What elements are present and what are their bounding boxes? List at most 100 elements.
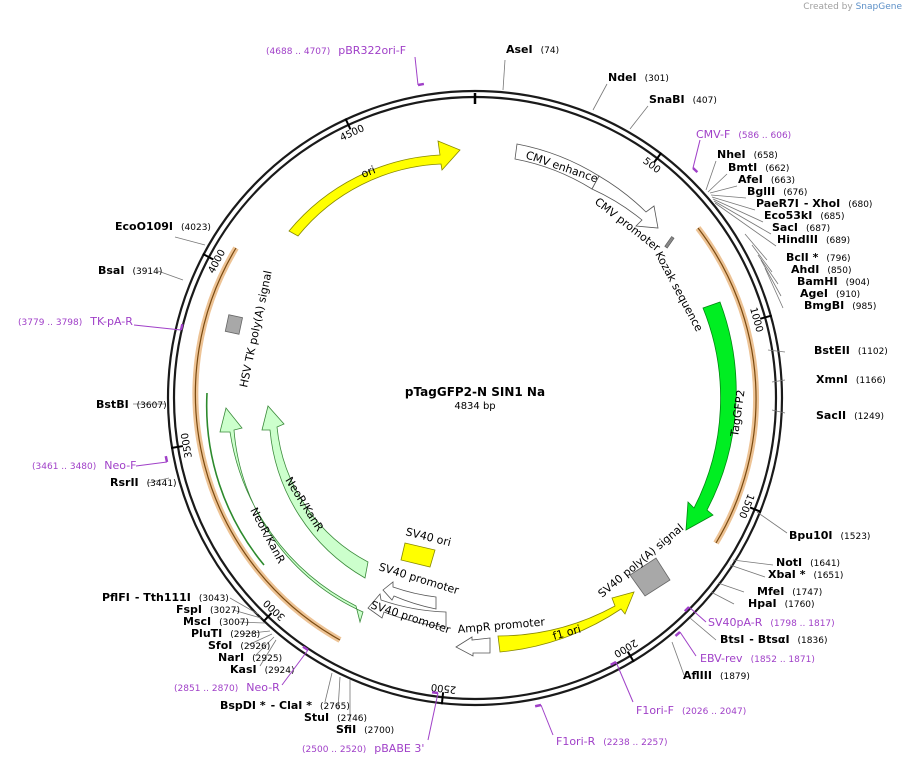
enzyme-label[interactable]: PaeR7I- XhoI(680) xyxy=(756,197,872,210)
enzyme-name: AfeI xyxy=(738,173,763,186)
enzyme-label[interactable]: MscI(3007) xyxy=(183,615,249,628)
enzyme-label[interactable]: AfeI(663) xyxy=(738,173,795,186)
enzyme-name: BmtI xyxy=(728,161,757,174)
feature-label-hsv-tk-polya: HSV TK poly(A) signal xyxy=(237,269,274,388)
enzyme-label[interactable]: Eco53kI(685) xyxy=(764,209,845,222)
enzyme-label[interactable]: NdeI(301) xyxy=(608,71,669,84)
enzyme-label[interactable]: BclI * (796) xyxy=(786,251,851,264)
enzyme-label[interactable]: XbaI *(1651) xyxy=(768,568,843,581)
feature-neor-kanr-outer-arrow[interactable] xyxy=(219,407,364,624)
enzyme-leader-line xyxy=(157,270,184,281)
tick-mark xyxy=(626,651,635,663)
primer-range: (586 .. 606) xyxy=(738,131,791,141)
enzyme-name: BclI * xyxy=(786,251,819,264)
enzyme-label[interactable]: BstEII(1102) xyxy=(814,344,888,357)
enzyme-leader-line xyxy=(767,349,786,353)
enzyme-label[interactable]: RsrII(3441) xyxy=(110,476,177,489)
tick-mark xyxy=(344,118,352,130)
enzyme-label[interactable]: BglII(676) xyxy=(747,185,807,198)
enzyme-label[interactable]: MfeI(1747) xyxy=(757,585,822,598)
enzyme-label[interactable]: BmgBI(985) xyxy=(804,299,876,312)
enzyme-label[interactable]: BstBI(3607) xyxy=(96,398,167,411)
enzyme-label[interactable]: PflFI- Tth111I(3043) xyxy=(102,591,229,604)
feature-label-kozak: Kozak sequence xyxy=(652,249,705,334)
enzyme-label[interactable]: SfoI(2926) xyxy=(208,639,270,652)
enzyme-label[interactable]: NotI(1641) xyxy=(776,556,840,569)
feature-cmv-promoter-arrow[interactable] xyxy=(591,175,659,229)
enzyme-isoschizomer: - ClaI * xyxy=(271,699,313,712)
enzyme-label[interactable]: SnaBI(407) xyxy=(649,93,717,106)
enzyme-label[interactable]: FspI(3027) xyxy=(176,603,240,616)
enzyme-leader-line xyxy=(729,564,766,578)
feature-sv40-ori-box[interactable] xyxy=(400,542,436,568)
feature-hsv-tk-polya-box[interactable] xyxy=(224,314,243,335)
primer-label[interactable]: F1ori-R(2238 .. 2257) xyxy=(556,735,668,748)
primer-leader-line xyxy=(679,631,697,657)
feature-ampr-promoter-arrow[interactable] xyxy=(455,636,491,657)
feature-kozak-box[interactable] xyxy=(664,236,675,249)
enzyme-label[interactable]: AflIII(1879) xyxy=(683,669,750,682)
enzyme-label[interactable]: StuI(2746) xyxy=(304,711,367,724)
enzyme-position: (1523) xyxy=(841,532,871,542)
enzyme-leader-line xyxy=(714,202,777,247)
enzyme-label[interactable]: HpaI(1760) xyxy=(748,597,815,610)
primer-label[interactable]: (4688 .. 4707)pBR322ori-F xyxy=(266,44,406,57)
feature-taggfp2-arrow[interactable] xyxy=(685,301,737,531)
primer-label[interactable]: CMV-F(586 .. 606) xyxy=(696,128,791,141)
tick-mark xyxy=(749,506,762,513)
primer-label[interactable]: F1ori-F(2026 .. 2047) xyxy=(636,704,746,717)
enzyme-position: (2925) xyxy=(252,654,282,664)
enzyme-name: HpaI xyxy=(748,597,777,610)
feature-ori-arrow[interactable] xyxy=(288,140,461,237)
enzyme-label[interactable]: XmnI(1166) xyxy=(816,373,886,386)
primer-label[interactable]: (3779 .. 3798)TK-pA-R xyxy=(18,315,133,328)
enzyme-label[interactable]: HindIII(689) xyxy=(777,233,850,246)
primer-label[interactable]: (2500 .. 2520)pBABE 3' xyxy=(302,742,424,755)
orf-arc-neo-inner xyxy=(205,392,265,566)
enzyme-leader-line xyxy=(712,198,764,223)
enzyme-label[interactable]: SacI(687) xyxy=(772,221,830,234)
enzyme-label[interactable]: Bpu10I (1523) xyxy=(789,529,870,542)
enzyme-label[interactable]: BmtI(662) xyxy=(728,161,789,174)
enzyme-label[interactable]: SfiI(2700) xyxy=(336,723,394,736)
enzyme-label[interactable]: BamHI(904) xyxy=(797,275,870,288)
primer-label[interactable]: (2851 .. 2870)Neo-R xyxy=(174,681,280,694)
primer-label[interactable]: SV40pA-R(1798 .. 1817) xyxy=(708,616,835,629)
enzyme-name: Bpu10I xyxy=(789,529,833,542)
enzyme-name: NdeI xyxy=(608,71,637,84)
primer-label[interactable]: EBV-rev(1852 .. 1871) xyxy=(700,652,815,665)
enzyme-position: (796) xyxy=(826,254,850,264)
primer-leader-line xyxy=(540,704,554,736)
enzyme-label[interactable]: SacII(1249) xyxy=(816,409,884,422)
primer-mark xyxy=(302,645,309,652)
feature-sv40-promoter-a-arrow[interactable] xyxy=(367,593,447,628)
feature-sv40-promoter-b-arrow[interactable] xyxy=(382,581,437,610)
enzyme-name: BsaI xyxy=(98,264,124,277)
feature-f1ori-arrow[interactable] xyxy=(497,591,635,653)
enzyme-name: MfeI xyxy=(757,585,784,598)
enzyme-label[interactable]: BspDI *- ClaI *(2765) xyxy=(220,699,350,712)
feature-sv40-polya-box[interactable] xyxy=(629,557,671,597)
tick-mark xyxy=(653,152,663,163)
enzyme-position: (1651) xyxy=(813,571,843,581)
enzyme-label[interactable]: NarI(2925) xyxy=(218,651,282,664)
enzyme-name: PluTI xyxy=(191,627,222,640)
enzyme-label[interactable]: AseI(74) xyxy=(506,43,559,56)
enzyme-label[interactable]: EcoO109I(4023) xyxy=(115,220,211,233)
enzyme-position: (1879) xyxy=(720,672,750,682)
primer-range: (2026 .. 2047) xyxy=(682,707,746,717)
feature-label-ori: ori xyxy=(359,163,377,180)
enzyme-label[interactable]: KasI(2924) xyxy=(230,663,295,676)
enzyme-label[interactable]: AgeI(910) xyxy=(800,287,860,300)
enzyme-position: (4023) xyxy=(181,223,211,233)
enzyme-label[interactable]: BsaI(3914) xyxy=(98,264,162,277)
enzyme-label[interactable]: NheI(658) xyxy=(717,148,778,161)
enzyme-label[interactable]: BtsI- BtsαI(1836) xyxy=(720,633,827,646)
primer-label[interactable]: (3461 .. 3480)Neo-F xyxy=(32,459,137,472)
enzyme-label[interactable]: AhdI(850) xyxy=(791,263,852,276)
primer-name: EBV-rev xyxy=(700,652,743,665)
primer-mark xyxy=(534,703,542,708)
enzyme-name: AgeI xyxy=(800,287,828,300)
feature-neor-kanr-inner-arrow[interactable] xyxy=(261,405,369,579)
enzyme-label[interactable]: PluTI(2928) xyxy=(191,627,260,640)
